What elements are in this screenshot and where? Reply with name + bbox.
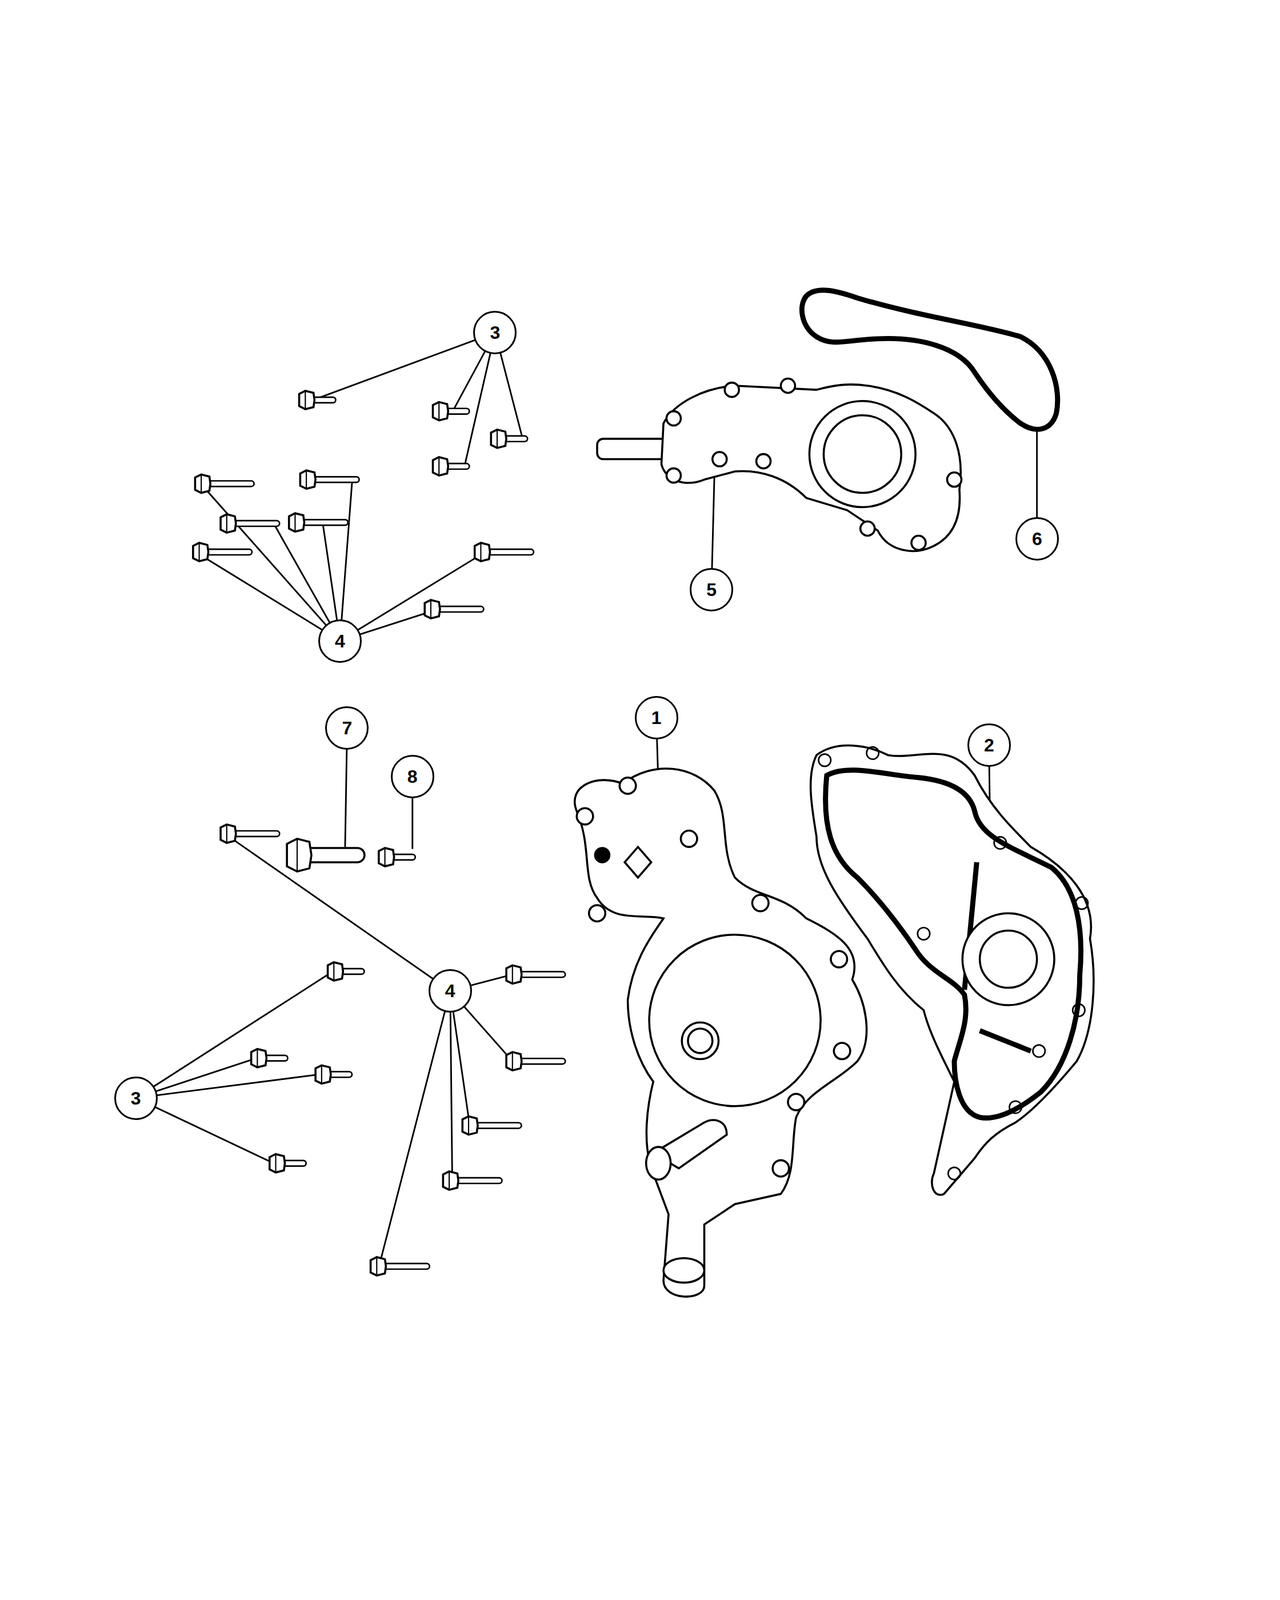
- callout-circle: 2: [967, 723, 1011, 767]
- callout-circle: 5: [689, 568, 734, 612]
- callout-number: 7: [341, 718, 352, 738]
- callout-number: 1: [651, 708, 662, 727]
- callout-number: 4: [445, 981, 456, 1000]
- callout-number: 3: [130, 1089, 142, 1108]
- callout-number: 6: [1032, 529, 1043, 548]
- callout-number: 2: [984, 736, 995, 755]
- callout-circle: 4: [318, 619, 362, 663]
- pump-gasket: [810, 745, 1094, 1196]
- gasket: [801, 290, 1058, 430]
- callout-circle: 8: [390, 754, 435, 799]
- thermostat-housing: [597, 378, 962, 552]
- callout-circle: 3: [114, 1076, 158, 1120]
- callout-circle: 3: [473, 310, 517, 355]
- callout-number: 3: [489, 323, 500, 342]
- callout-number: 8: [407, 767, 418, 786]
- callout-number: 5: [706, 580, 717, 599]
- callout-circle: 6: [1015, 517, 1059, 561]
- callout-circle: 4: [428, 969, 472, 1013]
- callout-number: 4: [334, 632, 346, 651]
- bolts: [193, 390, 563, 1276]
- callout-circle: 7: [325, 706, 369, 750]
- callout-circle: 1: [634, 696, 679, 740]
